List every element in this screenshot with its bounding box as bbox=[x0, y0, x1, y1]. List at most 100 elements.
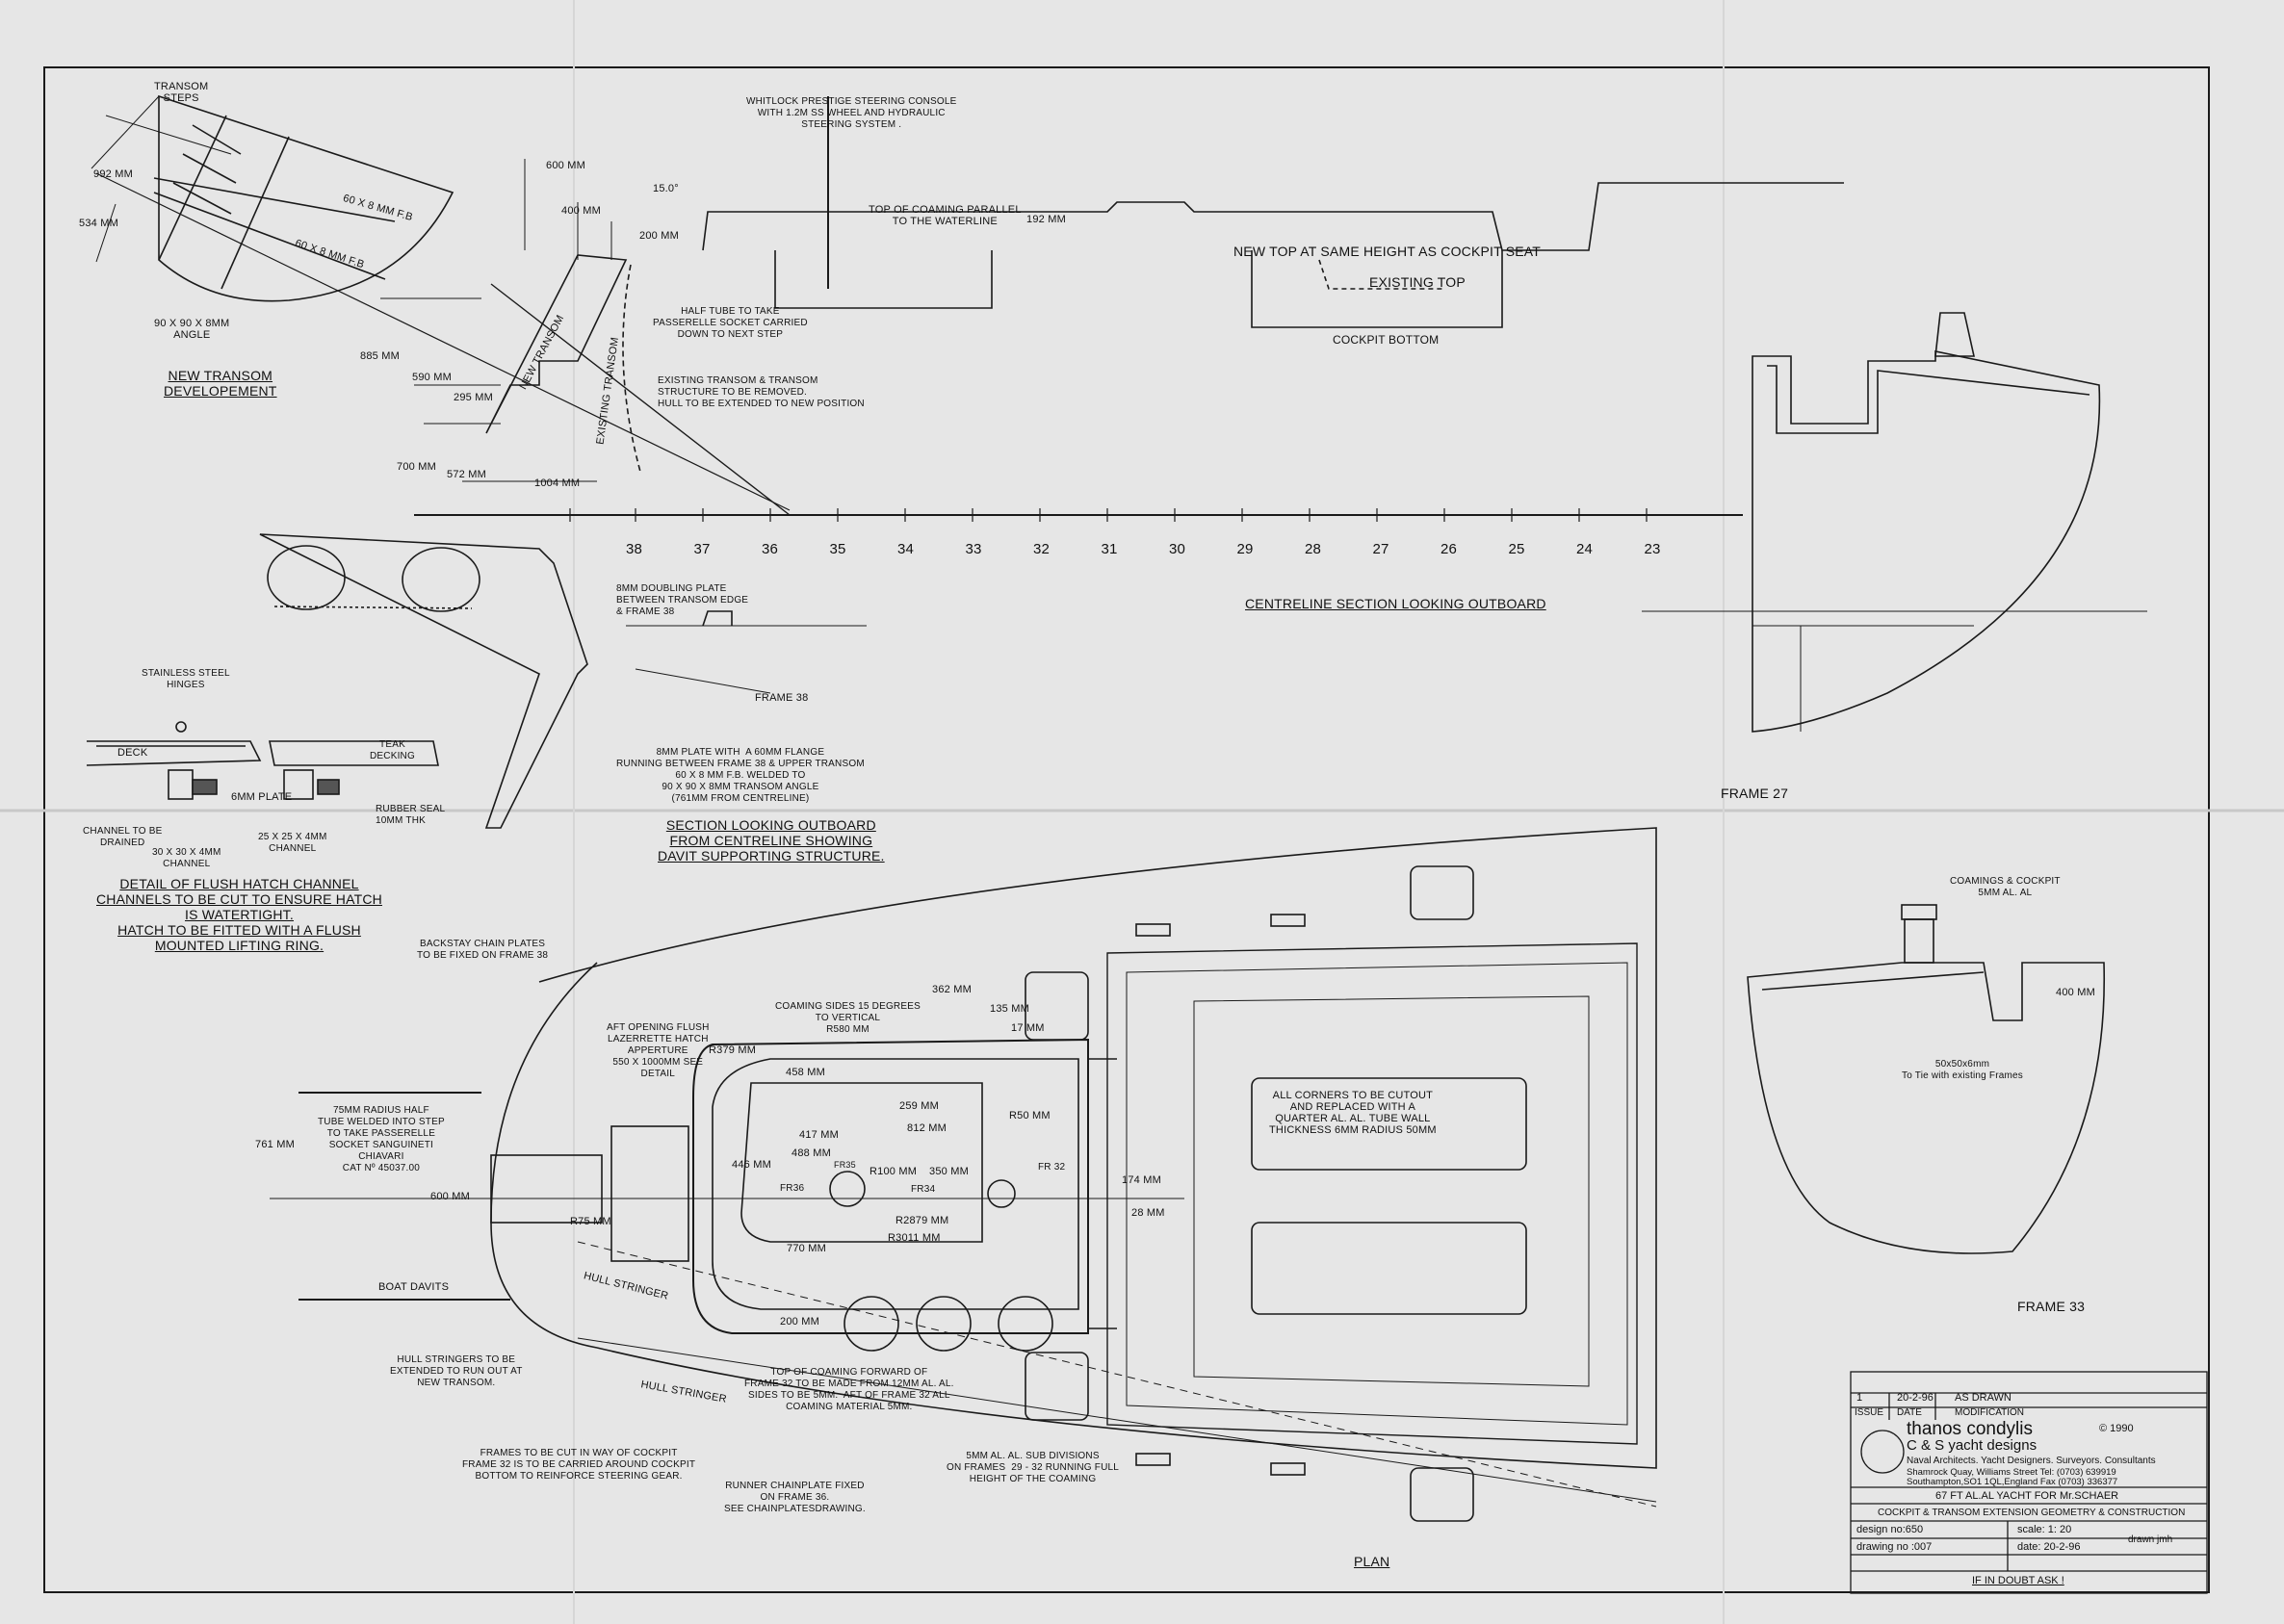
label-new-top: NEW TOP AT SAME HEIGHT AS COCKPIT SEAT bbox=[1233, 244, 1542, 259]
frame-number: 35 bbox=[829, 541, 846, 557]
dim-488: 488 mm bbox=[792, 1147, 831, 1159]
hatch-detail bbox=[86, 721, 439, 800]
label-rubber-seal: RUBBER SEAL 10mm THK bbox=[376, 804, 446, 826]
dim-446: 446 mm bbox=[732, 1159, 771, 1171]
frame-number: 25 bbox=[1508, 541, 1525, 557]
tb-project: 67 FT AL.AL YACHT FOR Mr.SCHAER bbox=[1935, 1490, 2119, 1502]
frame-27-section bbox=[1642, 312, 2147, 733]
dim-r50: R50 mm bbox=[1009, 1110, 1051, 1121]
label-8mm-plate: 8mm PLATE WITH A 60mm FLANGE RUNNING BET… bbox=[616, 747, 865, 804]
label-backstay: BACKSTAY CHAIN PLATES TO BE FIXED ON FRA… bbox=[417, 939, 549, 961]
label-top-coaming-forward: TOP OF COAMING FORWARD OF FRAME 32 TO BE… bbox=[744, 1367, 954, 1412]
label-top-of-coaming: TOP OF COAMING PARALLEL TO THE WATERLINE bbox=[869, 204, 1022, 227]
label-fr34: FR34 bbox=[911, 1184, 936, 1195]
frame-number: 23 bbox=[1644, 541, 1661, 557]
label-radius-half-tube: 75mm RADIUS HALF TUBE WELDED INTO STEP T… bbox=[318, 1105, 445, 1173]
label-frame-38: FRAME 38 bbox=[755, 692, 809, 704]
label-existing-top: EXISTING TOP bbox=[1369, 274, 1466, 290]
dim-28: 28 mm bbox=[1131, 1207, 1165, 1219]
dim-r75: R75 mm bbox=[570, 1216, 611, 1227]
dim-761: 761 mm bbox=[255, 1139, 295, 1150]
frame-number: 34 bbox=[897, 541, 915, 557]
frame-number: 29 bbox=[1236, 541, 1254, 557]
frame-number: 38 bbox=[626, 541, 643, 557]
dim-r379: R379 mm bbox=[709, 1044, 757, 1056]
frame-number: 30 bbox=[1169, 541, 1186, 557]
label-deck: DECK bbox=[117, 747, 148, 759]
dim-600b: 600 mm bbox=[430, 1191, 470, 1202]
plan-view bbox=[270, 827, 1657, 1522]
label-fr32: FR 32 bbox=[1038, 1162, 1066, 1173]
label-half-tube: HALF TUBE TO TAKE PASSERELLE SOCKET CARR… bbox=[653, 306, 808, 340]
dim-200: 200 mm bbox=[639, 230, 679, 242]
dim-350: 350 mm bbox=[929, 1166, 969, 1177]
tb-subject: COCKPIT & TRANSOM EXTENSION GEOMETRY & C… bbox=[1878, 1508, 2186, 1518]
label-existing-transom-note: EXISTING TRANSOM & TRANSOM STRUCTURE TO … bbox=[658, 375, 865, 409]
label-angle-90: 90 x 90 x 8mm ANGLE bbox=[154, 318, 230, 341]
frame-number: 27 bbox=[1372, 541, 1389, 557]
label-6mm-plate: 6mm PLATE bbox=[231, 791, 293, 803]
title-detail-flush-hatch: DETAIL OF FLUSH HATCH CHANNEL CHANNELS T… bbox=[96, 876, 382, 953]
davit-section bbox=[259, 533, 867, 829]
dim-885: 885 mm bbox=[360, 350, 400, 362]
dim-r2879: R2879 mm bbox=[895, 1215, 949, 1226]
transom-development bbox=[91, 94, 791, 511]
title-block-frame bbox=[1850, 1371, 2208, 1594]
dim-770: 770 mm bbox=[787, 1243, 826, 1254]
sheet-border bbox=[43, 66, 2210, 1593]
tb-rev-date: 20-2-96 bbox=[1897, 1392, 1934, 1404]
dim-590: 590 mm bbox=[412, 372, 452, 383]
tb-firm-addr2: Southampton,SO1 1QL,England Fax (0703) 3… bbox=[1907, 1477, 2118, 1487]
tb-drawing-no: drawing no :007 bbox=[1856, 1541, 1933, 1553]
tb-drawn: drawn jmh bbox=[2128, 1534, 2173, 1545]
tb-copyright: © 1990 bbox=[2099, 1423, 2134, 1434]
label-frame-33: FRAME 33 bbox=[2017, 1299, 2086, 1314]
dim-400b: 400 mm bbox=[2056, 987, 2095, 998]
label-boat-davits: BOAT DAVITS bbox=[378, 1281, 450, 1293]
dim-600: 600 mm bbox=[546, 160, 585, 171]
frame-number: 33 bbox=[965, 541, 982, 557]
frame-ticks bbox=[569, 508, 1648, 522]
frame-number: 28 bbox=[1305, 541, 1322, 557]
dim-174: 174 mm bbox=[1122, 1174, 1161, 1186]
label-sub-divisions: 5mm AL. AL. SUB DIVISIONS ON FRAMES 29 -… bbox=[947, 1451, 1120, 1484]
frame-33-section bbox=[1747, 904, 2106, 1254]
label-aft-opening: AFT OPENING FLUSH LAZERRETTE HATCH APPER… bbox=[607, 1022, 710, 1079]
tb-firm-addr: Shamrock Quay, Williams Street Tel: (070… bbox=[1907, 1467, 2116, 1478]
tb-firm-name: thanos condylis bbox=[1907, 1419, 2033, 1439]
tb-if-in-doubt: IF IN DOUBT ASK ! bbox=[1972, 1575, 2064, 1586]
label-frame-27: FRAME 27 bbox=[1721, 786, 1789, 801]
dim-192: 192 mm bbox=[1026, 214, 1066, 225]
label-cockpit-bottom: COCKPIT BOTTOM bbox=[1333, 333, 1440, 347]
title-plan: PLAN bbox=[1354, 1554, 1390, 1569]
label-all-corners: ALL CORNERS TO BE CUTOUT AND REPLACED WI… bbox=[1269, 1090, 1437, 1136]
dim-200b: 200 mm bbox=[780, 1316, 819, 1328]
frame-number: 37 bbox=[693, 541, 711, 557]
dim-135: 135 mm bbox=[990, 1003, 1029, 1015]
frame-number: 31 bbox=[1101, 541, 1118, 557]
label-hull-stringers-note: HULL STRINGERS TO BE EXTENDED TO RUN OUT… bbox=[390, 1354, 523, 1388]
dim-400: 400 mm bbox=[561, 205, 601, 217]
tb-design-no: design no:650 bbox=[1856, 1524, 1924, 1535]
dim-r3011: R3011 mm bbox=[888, 1232, 941, 1244]
dim-r100: R100 mm bbox=[869, 1166, 918, 1177]
frame-number: 36 bbox=[762, 541, 779, 557]
tb-hdr-issue: ISSUE bbox=[1855, 1407, 1884, 1418]
dim-362: 362 mm bbox=[932, 984, 972, 995]
dim-angle-15: 15.0° bbox=[653, 183, 679, 194]
dim-812: 812 mm bbox=[907, 1122, 947, 1134]
frame-number: 26 bbox=[1440, 541, 1458, 557]
dim-572: 572 mm bbox=[447, 469, 486, 480]
label-runner-chainplate: RUNNER CHAINPLATE FIXED ON FRAME 36. SEE… bbox=[724, 1481, 866, 1514]
label-fr36: FR36 bbox=[780, 1183, 805, 1194]
label-channel-25: 25 X 25 X 4mm CHANNEL bbox=[258, 832, 327, 854]
dim-458: 458 mm bbox=[786, 1067, 825, 1078]
dim-17: 17 mm bbox=[1011, 1022, 1045, 1034]
title-centreline-section: CENTRELINE SECTION LOOKING OUTBOARD bbox=[1245, 596, 1546, 611]
tb-hdr-modification: MODIFICATION bbox=[1955, 1407, 2025, 1418]
dim-1004: 1004 mm bbox=[534, 477, 581, 489]
label-transom-steps: TRANSOM STEPS bbox=[154, 81, 209, 104]
tb-firm-desc: Naval Architects. Yacht Designers. Surve… bbox=[1907, 1456, 2156, 1466]
title-section-looking-outboard: SECTION LOOKING OUTBOARD FROM CENTRELINE… bbox=[658, 817, 885, 864]
